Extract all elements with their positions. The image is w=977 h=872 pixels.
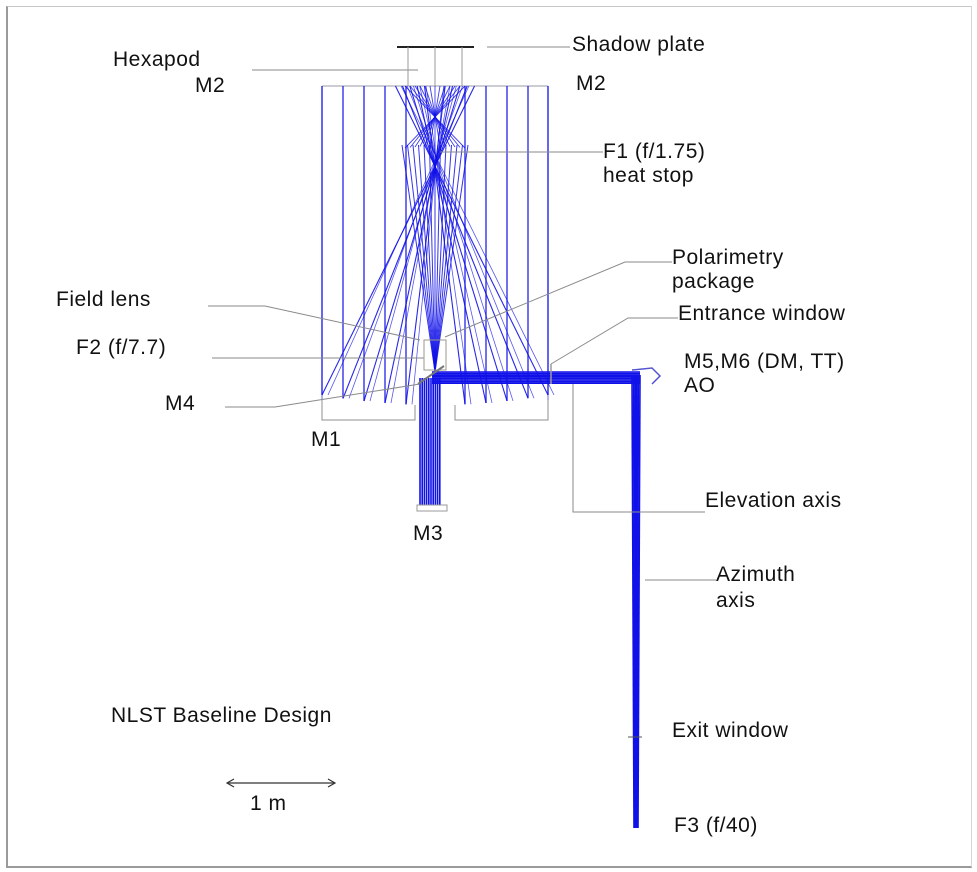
label-shadow-plate: Shadow plate — [572, 33, 706, 56]
f2-cone-ray — [434, 144, 463, 373]
label-m2: M2 — [576, 72, 607, 95]
label-m5-m6: M5,M6 (DM, TT) — [684, 350, 845, 373]
leader-m4 — [225, 383, 421, 408]
f2-cone-ray — [423, 144, 436, 373]
figure-frame — [6, 6, 972, 868]
converging-ray — [394, 85, 549, 396]
f2-cone-ray — [434, 144, 469, 373]
label-m4: M4 — [165, 392, 196, 415]
scale-bar-label: 1 m — [250, 792, 287, 815]
vertical-beam-ray — [631, 374, 635, 829]
label-exit-window: Exit window — [672, 719, 789, 742]
scale-bar-left-arrow-icon — [225, 778, 235, 788]
converging-ray — [390, 85, 451, 404]
polarimetry-box — [423, 339, 447, 371]
leader-entrance-window — [550, 317, 678, 365]
label-azimuth: Azimuth — [716, 563, 796, 586]
converging-ray — [425, 85, 472, 405]
f2-cone-ray — [434, 144, 458, 373]
label-m3: M3 — [413, 522, 444, 545]
m5-m6-mirrors — [631, 367, 662, 385]
f2-cone-ray — [412, 144, 436, 373]
optical-elements — [225, 46, 662, 788]
f2-cone-ray — [434, 144, 452, 373]
converging-ray — [413, 85, 514, 402]
leader-elevation-axis — [572, 384, 705, 513]
leader-polarimetry — [444, 261, 672, 338]
label-hexapod: Hexapod — [113, 48, 201, 71]
converging-ray — [411, 85, 445, 405]
label-hexapod-m2: M2 — [195, 74, 226, 97]
converging-ray — [401, 85, 529, 399]
vertical-beam-ray — [637, 374, 641, 829]
label-ao: AO — [684, 374, 716, 397]
f2-cone-ray — [407, 144, 436, 373]
ray-trace — [321, 85, 641, 829]
vertical-beam-ray — [636, 374, 640, 829]
label-field-lens: Field lens — [56, 288, 151, 311]
m4-mirror — [417, 365, 445, 385]
diagram-title: NLST Baseline Design — [111, 704, 332, 727]
f2-cone-ray — [429, 144, 436, 373]
converging-ray — [409, 85, 508, 402]
label-polarimetry: Polarimetry — [672, 246, 784, 269]
converging-ray — [384, 85, 454, 404]
label-entrance-window: Entrance window — [678, 302, 846, 325]
m1-mirror-left — [321, 400, 416, 421]
converging-ray — [342, 85, 468, 399]
converging-ray — [363, 85, 461, 402]
m3-mirror — [416, 504, 448, 512]
label-polarimetry-package: package — [672, 270, 755, 293]
label-elevation-axis: Elevation axis — [705, 489, 842, 512]
label-heat-stop: heat stop — [603, 164, 694, 187]
label-m1: M1 — [311, 428, 342, 451]
label-f2: F2 (f/7.7) — [76, 336, 167, 359]
f2-cone-ray — [401, 144, 436, 373]
leader-field-lens — [208, 305, 421, 341]
converging-ray — [400, 85, 555, 396]
converging-ray — [406, 85, 535, 399]
m1-mirror-right — [454, 400, 549, 421]
leader-lines — [208, 46, 716, 581]
f2-cone-ray — [418, 144, 436, 373]
converging-ray — [369, 85, 457, 402]
converging-ray — [419, 85, 493, 404]
f2-cone-ray — [434, 144, 447, 373]
scale-bar-right-arrow-icon — [327, 778, 337, 788]
label-f3: F3 (f/40) — [674, 814, 758, 837]
label-f1: F1 (f/1.75) — [603, 140, 706, 163]
label-azimuth-axis: axis — [716, 589, 756, 612]
f1-cone-ray — [404, 85, 466, 149]
f2-cone-ray — [434, 144, 441, 373]
vertical-beam-ray — [632, 374, 636, 829]
